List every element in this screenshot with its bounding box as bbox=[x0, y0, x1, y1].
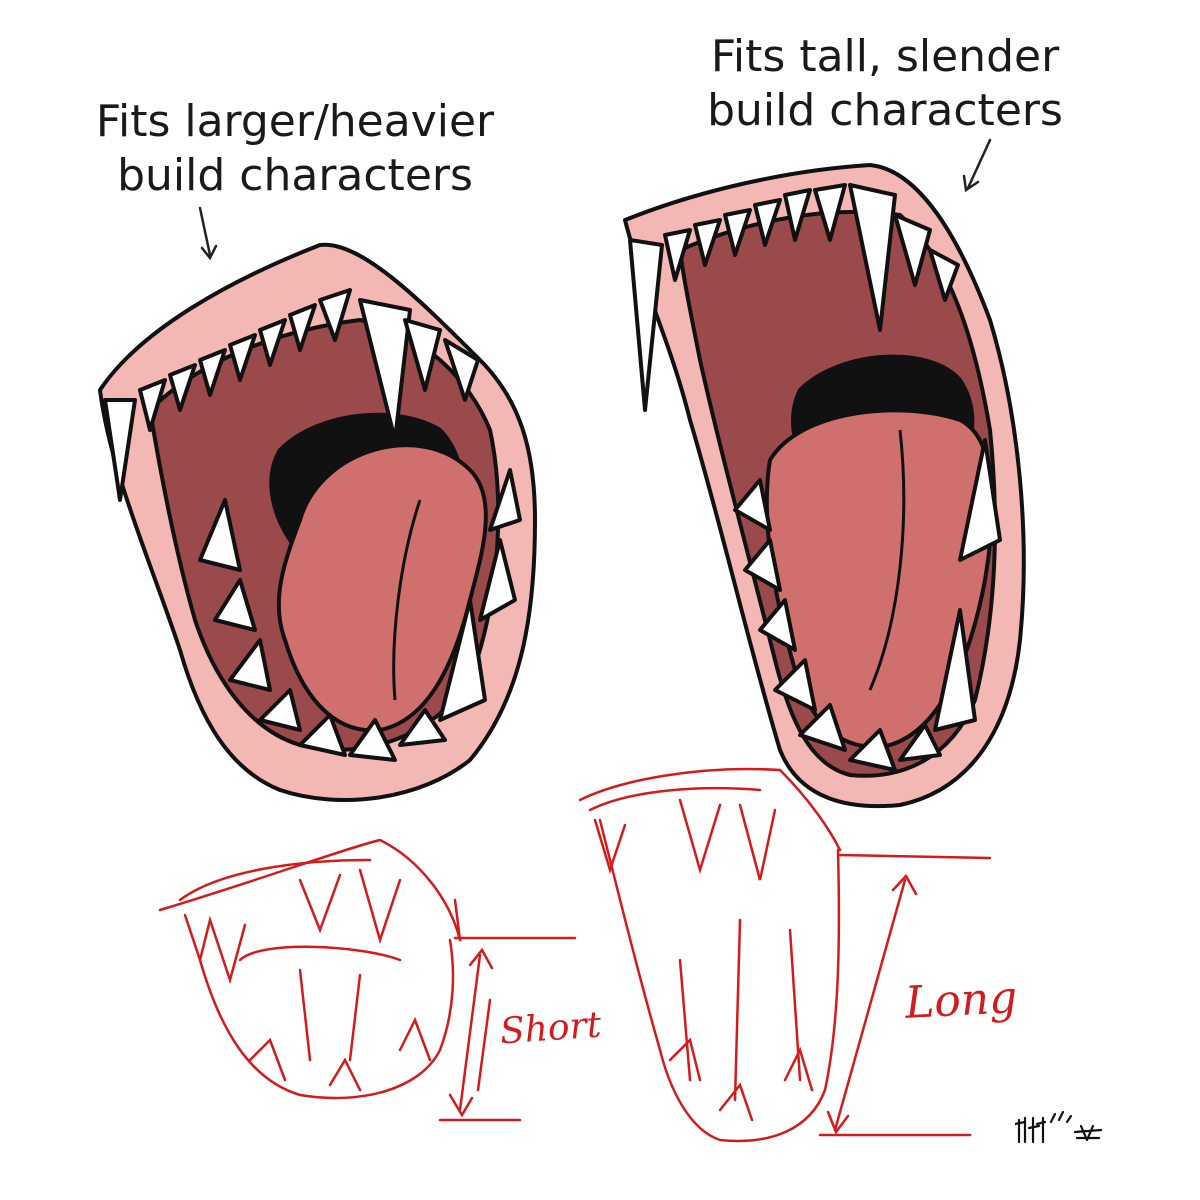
upper-teeth-right bbox=[628, 183, 960, 412]
caption-right-line1: Fits tall, slender bbox=[710, 31, 1060, 82]
label-long: Long bbox=[903, 972, 1019, 1029]
caption-heavier-build: Fits larger/heavier build characters bbox=[60, 95, 530, 203]
caption-left-line2: build characters bbox=[117, 150, 473, 201]
sketch-long-jaw bbox=[578, 767, 992, 1143]
arrow-right bbox=[962, 138, 992, 193]
mouth-heavier-build bbox=[98, 242, 537, 802]
caption-slender-build: Fits tall, slender build characters bbox=[665, 30, 1105, 138]
upper-teeth-left bbox=[103, 288, 480, 502]
artist-signature bbox=[1015, 1110, 1103, 1144]
arrow-left bbox=[198, 206, 218, 261]
caption-left-line1: Fits larger/heavier bbox=[95, 96, 495, 147]
lower-teeth-right bbox=[733, 438, 1002, 772]
label-short: Short bbox=[498, 1004, 603, 1053]
tongue-left bbox=[276, 443, 488, 733]
sketch-short-jaw bbox=[158, 838, 577, 1122]
mouth-slender-build bbox=[623, 163, 1026, 809]
caption-right-line2: build characters bbox=[707, 85, 1063, 136]
lower-teeth-left bbox=[198, 468, 522, 762]
